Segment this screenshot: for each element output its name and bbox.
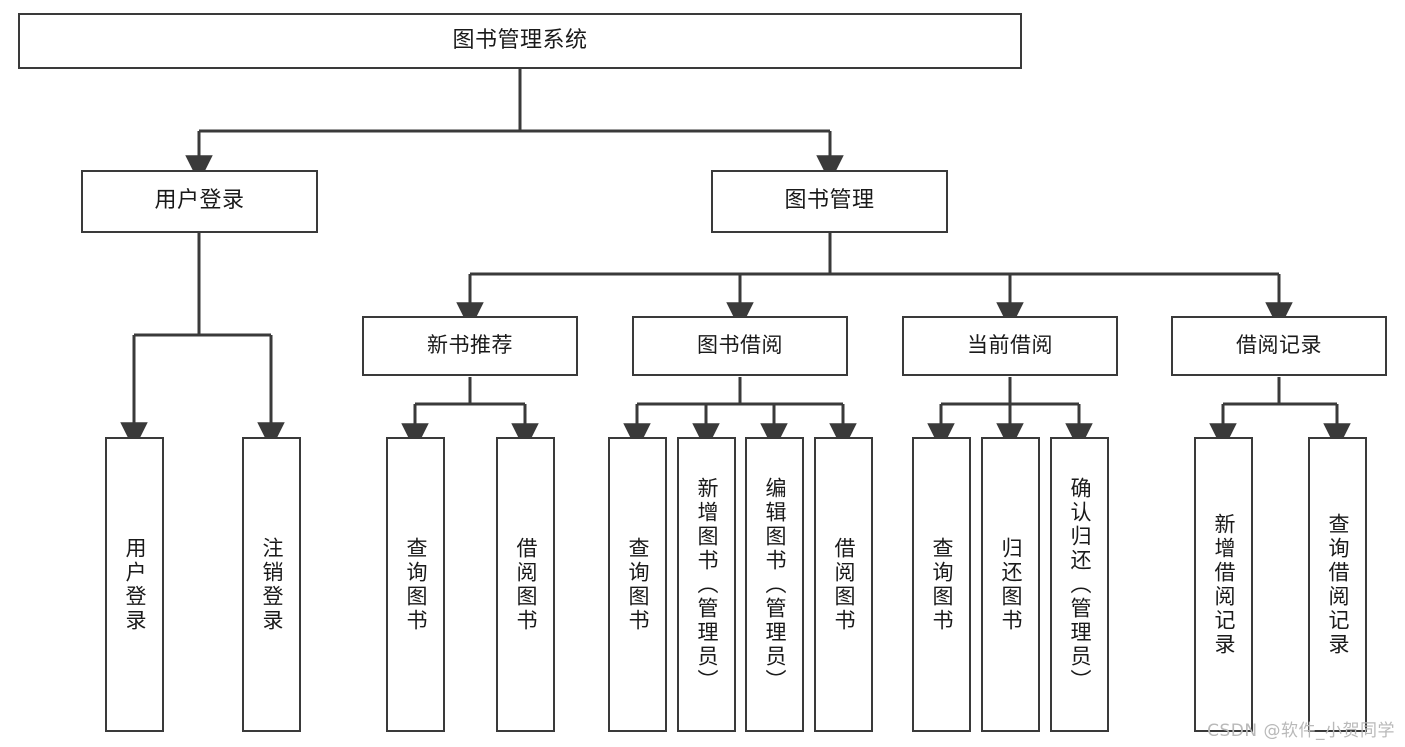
node-leaf-confirm-return-label: 确认归还（管理员）	[1068, 476, 1092, 693]
node-leaf-query-record-label: 查询借阅记录	[1326, 512, 1350, 657]
node-leaf-query-book-1[interactable]: 查询图书	[386, 437, 445, 732]
node-new-book-recommend-label: 新书推荐	[427, 333, 513, 358]
node-leaf-logout[interactable]: 注销登录	[242, 437, 301, 732]
node-new-book-recommend[interactable]: 新书推荐	[362, 316, 578, 376]
node-book-manage[interactable]: 图书管理	[711, 170, 948, 233]
node-user-login-label: 用户登录	[154, 188, 245, 214]
node-leaf-edit-book-label: 编辑图书（管理员）	[763, 476, 787, 693]
node-current-borrow-label: 当前借阅	[967, 333, 1053, 358]
node-leaf-borrow-book-2[interactable]: 借阅图书	[814, 437, 873, 732]
node-leaf-query-book-3[interactable]: 查询图书	[912, 437, 971, 732]
node-leaf-query-book-2[interactable]: 查询图书	[608, 437, 667, 732]
node-book-borrow-label: 图书借阅	[697, 333, 783, 358]
node-book-borrow[interactable]: 图书借阅	[632, 316, 848, 376]
node-leaf-add-book-label: 新增图书（管理员）	[695, 476, 719, 693]
node-leaf-user-login[interactable]: 用户登录	[105, 437, 164, 732]
node-leaf-borrow-book-1-label: 借阅图书	[514, 536, 538, 633]
node-leaf-user-login-label: 用户登录	[123, 536, 147, 633]
node-leaf-edit-book[interactable]: 编辑图书（管理员）	[745, 437, 804, 732]
node-leaf-logout-label: 注销登录	[260, 536, 284, 633]
node-leaf-return-book[interactable]: 归还图书	[981, 437, 1040, 732]
node-leaf-query-book-2-label: 查询图书	[626, 536, 650, 633]
node-root[interactable]: 图书管理系统	[18, 13, 1022, 69]
node-leaf-add-record-label: 新增借阅记录	[1212, 512, 1236, 657]
node-book-manage-label: 图书管理	[784, 188, 875, 214]
node-leaf-confirm-return[interactable]: 确认归还（管理员）	[1050, 437, 1109, 732]
node-leaf-query-book-1-label: 查询图书	[404, 536, 428, 633]
node-leaf-add-book[interactable]: 新增图书（管理员）	[677, 437, 736, 732]
node-leaf-borrow-book-1[interactable]: 借阅图书	[496, 437, 555, 732]
node-leaf-query-book-3-label: 查询图书	[930, 536, 954, 633]
node-root-label: 图书管理系统	[452, 27, 588, 53]
node-user-login[interactable]: 用户登录	[81, 170, 318, 233]
node-leaf-return-book-label: 归还图书	[999, 536, 1023, 633]
node-borrow-record[interactable]: 借阅记录	[1171, 316, 1387, 376]
node-borrow-record-label: 借阅记录	[1236, 333, 1322, 358]
node-leaf-query-record[interactable]: 查询借阅记录	[1308, 437, 1367, 732]
csdn-watermark: CSDN @软件_小贺同学	[1207, 721, 1395, 741]
node-current-borrow[interactable]: 当前借阅	[902, 316, 1118, 376]
node-leaf-add-record[interactable]: 新增借阅记录	[1194, 437, 1253, 732]
node-leaf-borrow-book-2-label: 借阅图书	[832, 536, 856, 633]
